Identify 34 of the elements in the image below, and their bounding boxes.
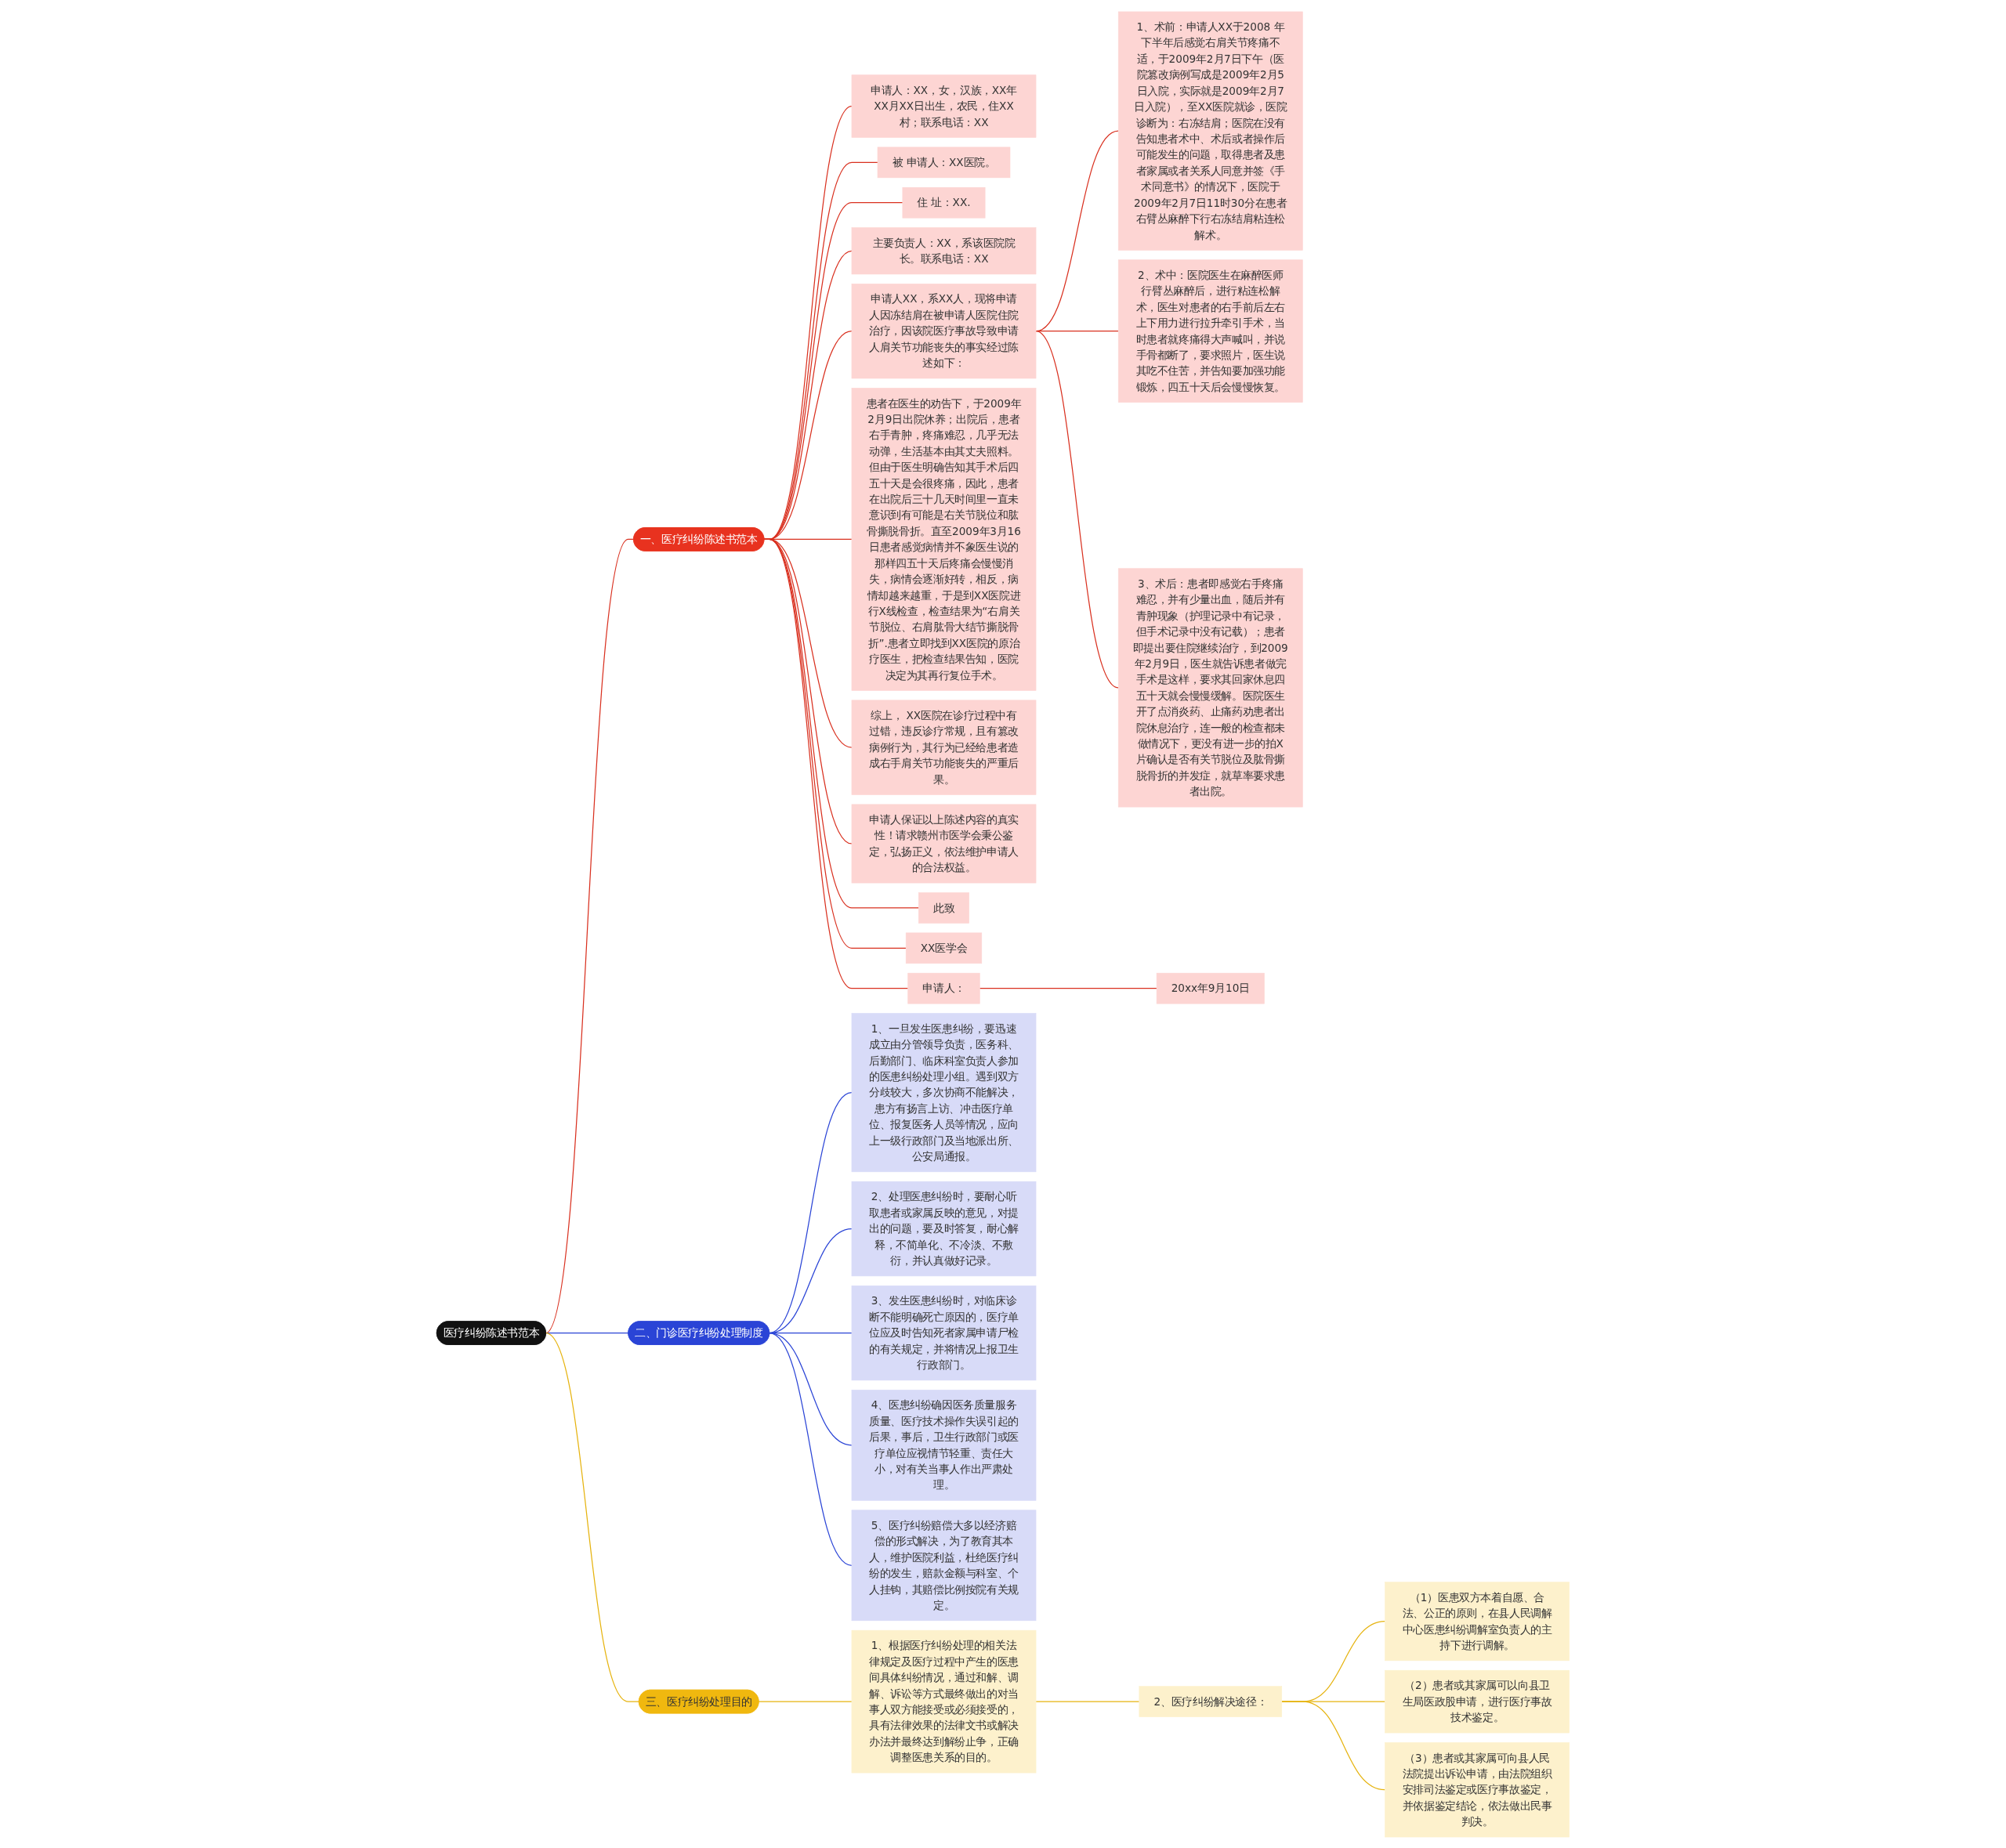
node-box: （2）患者或其家属可以向县卫生局医政股申请，进行医疗事故技术鉴定。 [1385, 1669, 1570, 1733]
node-box: 患者在医生的劝告下，于2009年2月9日出院休养；出院后，患者右手青肿，疼痛难忍，几乎无法动弹，生活基本由其丈夫照料。但由于医生明确告知其手术后四五十天是会很疼痛，因此，患者在出院后三十几天时间里一直未意识到有可能是右关节脱位和肱骨撕脱骨折。直至2009年3月16日患者感觉病情并不象医生说的那样四五十天后疼痛会慢慢消失，病情会逐渐好转，相反，病情却越来越重，于是到XX医院进行X线检查，检查结果为“右肩关节脱位、右肩肱骨大结节撕脱骨折”.患者立即找到XX医院的原治疗医生，把检查结果告知，医院决定为其再行复位手术。 [851, 387, 1037, 691]
connector [1281, 1701, 1386, 1790]
node-box: 被 申请人：XX医院。 [877, 146, 1011, 178]
connector [1035, 330, 1119, 689]
node-box: 3、术后：患者即感觉右手疼痛难忍，并有少量出血，随后并有青肿现象（护理记录中有记录，但手术记录中没有记载）；患者即提出要住院继续治疗，到2009年2月9日，医生就告诉患者做完手术是这样，要求其回家休息四五十天就会慢慢缓解。医院医生开了点消炎药、止痛药劝患者出院休息治疗，连一般的检查都未做情况下，更没有进一步的拍X片确认是否有关节脱位及肱骨撕脱骨折的并发症，就草率要求患者出院。 [1117, 567, 1303, 807]
node-box: 20xx年9月10日 [1156, 972, 1265, 1004]
node-box: 2、医疗纠纷解决途径： [1139, 1685, 1283, 1717]
connector [545, 538, 635, 1333]
node-box: 申请人：XX，女，汉族，XX年XX月XX日出生，农民，住XX村；联系电话：XX [851, 74, 1037, 138]
node-box: 综上， XX医院在诊疗过程中有过错，违反诊疗常规，且有篡改病例行为，其行为已经给患者造成右手肩关节功能丧失的严重后果。 [851, 700, 1037, 795]
connector [545, 1332, 639, 1702]
node-box: 1、术前：申请人XX于2008 年下半年后感觉右肩关节疼痛不适，于2009年2月7日下午（医院篡改病例写成是2009年2月5日入院，实际就是2009年2月7日入院），至XX医院就诊，医院诊断为：右冻结肩；医院在没有告知患者术中、术后或者操作后可能发生的问题，取得患者及患者家属或者关系人同意并签《手术同意书》的情况下，医院于2009年2月7日11时30分在患者右臂丛麻醉下行右冻结肩粘连松解术。 [1117, 11, 1303, 251]
node-box: 申请人XX，系XX人，现将申请人因冻结肩在被申请人医院住院治疗，因该院医疗事故导致申请人肩关节功能丧失的事实经过陈述如下： [851, 283, 1037, 378]
node-box: 申请人保证以上陈述内容的真实性！请求赣州市医学会秉公鉴定，弘扬正义，依法维护申请人的合法权益。 [851, 804, 1037, 883]
node-box: 2、术中：医院医生在麻醉医师行臂丛麻醉后，进行粘连松解术，医生对患者的右手前后左右上下用力进行拉升牵引手术，当时患者就疼痛得大声喊叫，并说手骨都断了，要求照片，医生说其吃不住苦，并告知要加强功能锻炼，四五十天后会慢慢恢复。 [1117, 259, 1303, 403]
node-box: （1）医患双方本着自愿、合法、公正的原则，在县人民调解中心医患纠纷调解室负责人的主持下进行调解。 [1385, 1581, 1570, 1661]
node-box: 2、处理医患纠纷时，要耐心听取患者或家属反映的意见，对提出的问题，要及时答复，耐心解释，不简单化、不冷淡、不敷衍，并认真做好记录。 [851, 1181, 1037, 1276]
connector [758, 1701, 853, 1702]
node-box: XX医学会 [905, 932, 983, 964]
node-box: 5、医疗纠纷赔偿大多以经济赔偿的形式解决，为了教育其本人，维护医院利益，杜绝医疗纠纷的发生，赔款金额与科室、个人挂钩，其赔偿比例按院有关规定。 [851, 1509, 1037, 1621]
connector [1035, 1701, 1140, 1702]
connector [769, 1332, 853, 1566]
node-box: 此致 [918, 891, 969, 924]
connector [979, 987, 1157, 989]
node-box: 4、医患纠纷确因医务质量服务质量、医疗技术操作失误引起的后果，事后，卫生行政部门或医疗单位应视情节轻重、责任大小，对有关当事人作出严肃处理。 [851, 1389, 1037, 1501]
node-box: 住 址：XX. [902, 186, 986, 219]
connector [769, 1091, 853, 1333]
node-box: 1、一旦发生医患纠纷，要迅速成立由分管领导负责，医务科、后勤部门、临床科室负责人参加的医患纠纷处理小组。遇到双方分歧较大，多次协商不能解决，患方有扬言上访、冲击医疗单位、报复医务人员等情况，应向上一级行政部门及当地派出所、公安局通报。 [851, 1012, 1037, 1172]
node-box: 申请人： [907, 972, 980, 1004]
node-box: 1、根据医疗纠纷处理的相关法律规定及医疗过程中产生的医患间具体纠纷情况，通过和解、调解、诉讼等方式最终做出的对当事人双方能接受或必须接受的，具有法律效果的法律文书或解决办法并最终达到解纷止争，正确调整医患关系的目的。 [851, 1629, 1037, 1773]
node-box: 主要负责人：XX，系该医院院长。联系电话：XX [851, 226, 1037, 274]
node-box: 3、发生医患纠纷时，对临床诊断不能明确死亡原因的，医疗单位应及时告知死者家属申请尸检的有关规定，并将情况上报卫生行政部门。 [851, 1285, 1037, 1380]
node-box: （3）患者或其家属可向县人民法院提出诉讼申请，由法院组织安排司法鉴定或医疗事故鉴定，并依据鉴定结论，依法做出民事判决。 [1385, 1741, 1570, 1837]
